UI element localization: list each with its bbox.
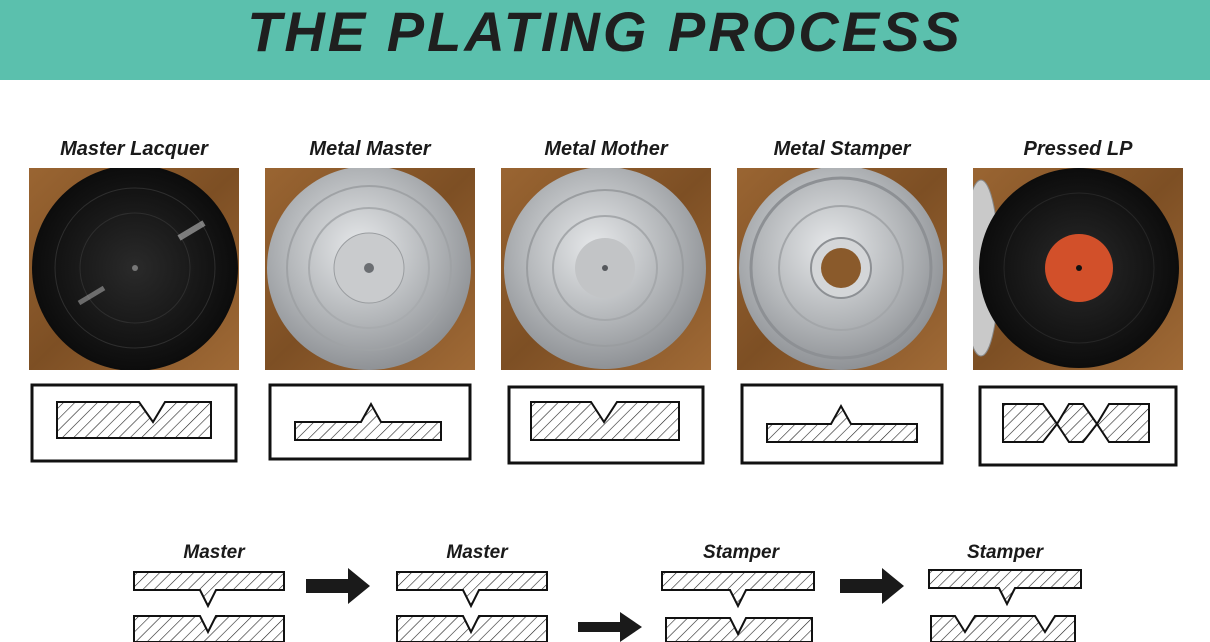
cross-section-metal-master xyxy=(268,383,472,461)
step-label-master-1: Master xyxy=(183,542,245,563)
title-banner: THE PLATING PROCESS xyxy=(0,0,1210,80)
photo-metal-master xyxy=(265,168,475,370)
arrow-right-icon xyxy=(578,612,642,642)
cross-section-metal-mother xyxy=(507,385,705,465)
step-figure-master-2 xyxy=(396,571,548,642)
stage-label-master-lacquer: Master Lacquer xyxy=(60,138,208,160)
step-figure-stamper-2 xyxy=(928,569,1082,642)
step-figure-master-1 xyxy=(133,571,285,642)
arrow-right-icon xyxy=(306,568,370,604)
stage-label-metal-stamper: Metal Stamper xyxy=(773,138,911,160)
cross-section-pressed-lp xyxy=(978,385,1178,467)
arrow-right-icon xyxy=(840,568,904,604)
page-title: THE PLATING PROCESS xyxy=(247,0,963,63)
stage-label-metal-mother: Metal Mother xyxy=(544,138,668,160)
step-figure-stamper-1 xyxy=(661,571,815,642)
stage-label-pressed-lp: Pressed LP xyxy=(1023,138,1133,160)
photo-metal-mother xyxy=(501,168,711,370)
cross-section-master-lacquer xyxy=(30,383,238,463)
step-label-master-2: Master xyxy=(446,542,508,563)
step-label-stamper-1: Stamper xyxy=(702,542,780,563)
photo-master-lacquer xyxy=(29,168,239,370)
stage-label-metal-master: Metal Master xyxy=(309,138,431,160)
photo-metal-stamper xyxy=(737,168,947,370)
photo-pressed-lp xyxy=(973,168,1183,370)
cross-section-metal-stamper xyxy=(740,383,944,465)
step-label-stamper-2: Stamper xyxy=(966,542,1044,563)
